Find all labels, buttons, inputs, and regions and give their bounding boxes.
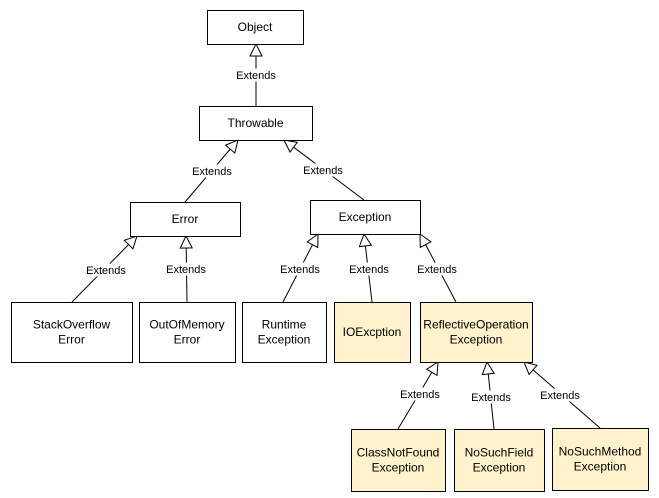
class-box xyxy=(207,10,304,45)
edge-label-extends: Extends xyxy=(280,264,320,276)
extends-edge-outofmemory-to-error: Extends xyxy=(165,234,207,303)
hollow-triangle-arrowhead xyxy=(419,233,432,249)
class-box xyxy=(130,202,241,237)
class-box xyxy=(199,106,313,141)
hollow-triangle-arrowhead xyxy=(358,232,373,248)
extends-edge-reflective-to-exception: Extends xyxy=(416,233,458,303)
class-name-line: ReflectiveOperation xyxy=(423,318,528,332)
edge-label-background xyxy=(302,163,344,177)
edge-label-background xyxy=(416,262,458,276)
class-box xyxy=(310,200,421,235)
extends-edge-exception-to-throwable: Extends xyxy=(283,139,365,201)
class-node-throwable: Throwable xyxy=(199,106,313,141)
class-name-line: IOExcption xyxy=(343,325,402,339)
class-box xyxy=(242,302,327,363)
edge-label-background xyxy=(399,387,441,401)
class-name-line: Exception xyxy=(450,333,503,347)
hollow-triangle-arrowhead xyxy=(179,234,194,249)
class-node-error: Error xyxy=(130,202,241,237)
class-name-line: Runtime xyxy=(262,318,307,332)
hollow-triangle-arrowhead xyxy=(523,361,538,376)
class-name-line: Exception xyxy=(339,210,392,224)
edge-label-background xyxy=(539,388,581,402)
edge-label-background xyxy=(470,390,512,404)
extends-edge-stackoverflow-to-error: Extends xyxy=(71,235,138,303)
class-box xyxy=(351,429,446,492)
class-name-line: Error xyxy=(58,333,85,347)
extends-edge-classnotfound-to-reflective: Extends xyxy=(397,361,441,430)
class-box xyxy=(552,428,649,491)
edge-label-extends: Extends xyxy=(349,264,389,276)
class-name-line: Exception xyxy=(372,461,425,475)
class-box xyxy=(139,302,236,363)
edge-label-extends: Extends xyxy=(166,264,206,276)
class-node-object: Object xyxy=(207,10,304,45)
hollow-triangle-arrowhead xyxy=(249,42,263,57)
edge-label-extends: Extends xyxy=(471,392,511,404)
class-box xyxy=(334,302,411,363)
class-box xyxy=(420,302,533,363)
class-name-line: ClassNotFound xyxy=(357,446,440,460)
edge-label-background xyxy=(85,263,127,277)
edge-label-extends: Extends xyxy=(540,390,580,402)
class-box xyxy=(454,429,545,492)
edge-label-background xyxy=(348,262,390,276)
edge-label-background xyxy=(165,262,207,276)
extends-edge-nosuchmethod-to-reflective: Extends xyxy=(523,361,601,429)
hollow-triangle-arrowhead xyxy=(481,360,496,376)
hollow-triangle-arrowhead xyxy=(123,235,138,250)
edge-line xyxy=(397,372,433,430)
edge-label-background xyxy=(279,262,321,276)
class-name-line: Exception xyxy=(473,461,526,475)
class-name-line: NoSuchField xyxy=(465,446,534,460)
hollow-triangle-arrowhead xyxy=(224,139,239,154)
extends-edge-nosuchfield-to-reflective: Extends xyxy=(470,360,512,430)
edge-label-extends: Extends xyxy=(417,264,457,276)
class-name-line: Throwable xyxy=(227,116,283,130)
extends-edge-ioexception-to-exception: Extends xyxy=(348,232,390,303)
edge-label-background xyxy=(191,164,233,178)
extends-edge-throwable-to-object: Extends xyxy=(235,42,277,106)
class-name-line: StackOverflow xyxy=(33,318,111,332)
extends-edge-runtime-to-exception: Extends xyxy=(279,233,321,303)
extends-edge-error-to-throwable: Extends xyxy=(184,139,239,203)
class-box xyxy=(11,302,133,363)
hollow-triangle-arrowhead xyxy=(306,233,319,249)
class-node-exception: Exception xyxy=(310,200,421,235)
edge-label-extends: Extends xyxy=(236,70,276,82)
class-node-ioexception: IOExcption xyxy=(334,302,411,363)
class-name-line: Exception xyxy=(574,460,627,474)
class-name-line: NoSuchMethod xyxy=(559,445,642,459)
class-name-line: Exception xyxy=(258,333,311,347)
class-name-line: Object xyxy=(238,20,273,34)
edge-label-extends: Extends xyxy=(303,165,343,177)
edge-label-extends: Extends xyxy=(400,389,440,401)
class-name-line: Error xyxy=(174,333,201,347)
edge-label-extends: Extends xyxy=(192,166,232,178)
edge-label-background xyxy=(235,68,277,82)
hollow-triangle-arrowhead xyxy=(425,361,439,377)
hollow-triangle-arrowhead xyxy=(283,139,299,153)
edge-label-extends: Extends xyxy=(86,265,126,277)
class-name-line: Error xyxy=(172,212,199,226)
class-name-line: OutOfMemory xyxy=(149,318,224,332)
